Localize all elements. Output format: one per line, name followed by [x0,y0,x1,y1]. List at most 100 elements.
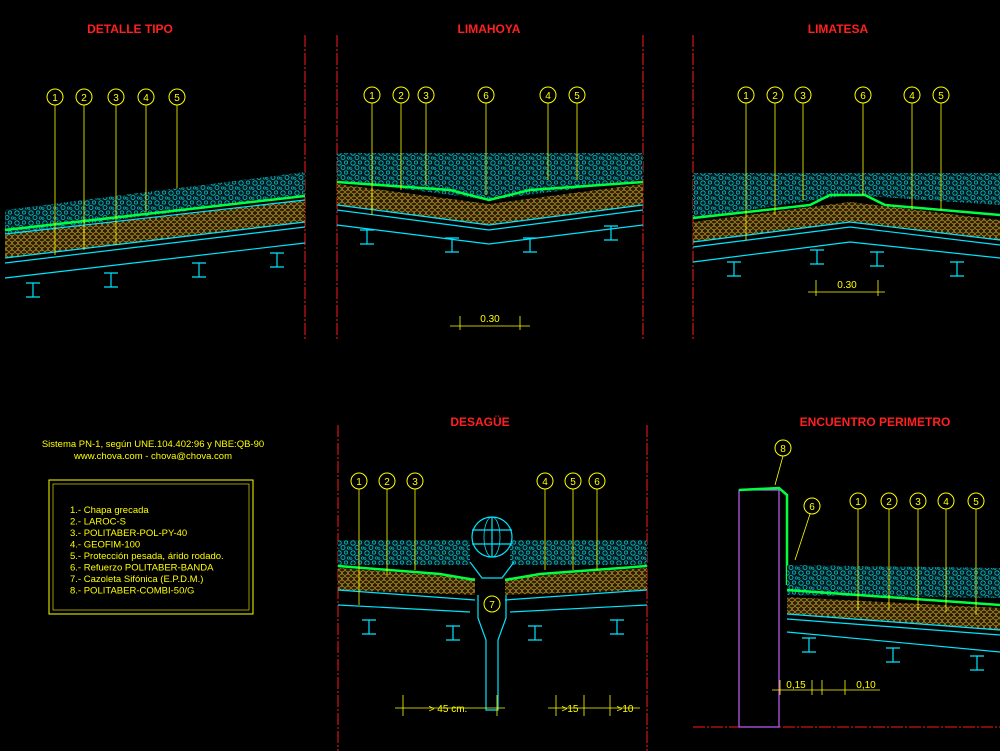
bubble-limahoya-1 [363,86,381,104]
bubble-limahoya-3 [417,86,435,104]
bubble-limatesa-2-label: 2 [772,91,778,102]
dimensions-encuentro: 0,15 0,10 [772,680,880,695]
bubble-encuentro-6-label: 6 [809,502,815,513]
legend-item: 7.- Cazoleta Sifónica (E.P.D.M.) [70,574,203,585]
bubble-desague-6-label: 6 [594,477,600,488]
title-limatesa: LIMATESA [808,22,869,36]
dim-encuentro-b: 0,10 [856,680,876,691]
dim-limatesa: 0.30 [837,280,857,291]
dimension-limahoya: 0.30 [450,314,530,330]
bubble-detalle-2 [75,88,93,106]
bubble-limahoya-6-label: 6 [483,91,489,102]
bubble-encuentro-1-label: 1 [855,497,861,508]
legend-box-outer [48,479,254,615]
bubble-desague-3 [406,472,424,490]
title-limahoya: LIMAHOYA [458,22,521,36]
bubble-encuentro-1 [849,492,867,510]
bubble-desague-1 [350,472,368,490]
legend-item: 4.- GEOFIM-100 [70,540,140,551]
bubble-detalle-1-label: 1 [52,93,58,104]
bubble-encuentro-2-label: 2 [886,497,892,508]
bubble-limahoya-5-label: 5 [574,91,580,102]
bubble-desague-7 [483,595,501,613]
bubble-limatesa-5 [932,86,950,104]
bubble-detalle-4 [137,88,155,106]
legend-item: 5.- Protección pesada, árido rodado. [70,551,224,562]
bubble-limahoya-4-label: 4 [545,91,551,102]
bubble-detalle-1 [46,88,64,106]
bubble-limahoya-6 [477,86,495,104]
bubble-detalle-3 [107,88,125,106]
legend-box-inner [52,483,250,611]
bubble-desague-6 [588,472,606,490]
bubble-encuentro-8-label: 8 [780,444,786,455]
bubble-desague-5-label: 5 [570,477,576,488]
bubble-limatesa-3 [794,86,812,104]
bubble-limatesa-4 [903,86,921,104]
bubble-encuentro-6 [803,497,821,515]
dim-desague-a: > 45 cm. [429,704,468,715]
bubble-limatesa-1-label: 1 [743,91,749,102]
system-note: Sistema PN-1, según UNE.104.402:96 y NBE… [42,439,264,450]
legend-item: 2.- LAROC-S [70,517,126,528]
legend-item: 6.- Refuerzo POLITABER-BANDA [70,563,214,574]
bubble-limatesa-4-label: 4 [909,91,915,102]
title-desague: DESAGÜE [450,414,509,429]
bubble-limatesa-6-label: 6 [860,91,866,102]
bubble-limatesa-3-label: 3 [800,91,806,102]
bubble-encuentro-5 [967,492,985,510]
legend-item: 1.- Chapa grecada [70,505,149,516]
legend-item: 8.- POLITABER-COMBI-50/G [70,586,194,597]
bubble-encuentro-4 [937,492,955,510]
bubble-encuentro-3 [909,492,927,510]
dim-desague-b: >15 [562,704,579,715]
detail-desague: 7 1 2 3 4 5 6 > 45 cm. >15 >10 [337,472,648,716]
bubble-limatesa-6 [854,86,872,104]
drain-grate-icon [469,516,515,711]
title-encuentro-perimetro: ENCUENTRO PERIMETRO [800,415,951,429]
bubble-encuentro-5-label: 5 [973,497,979,508]
bubble-detalle-4-label: 4 [143,93,149,104]
parapet-wall [738,489,780,728]
bubble-limatesa-1 [737,86,755,104]
dimension-limatesa: 0.30 [808,280,885,296]
bubble-detalle-5 [168,88,186,106]
bubble-desague-7-label: 7 [489,600,495,611]
bubble-desague-5 [564,472,582,490]
bubble-desague-4-label: 4 [542,477,548,488]
bubble-encuentro-4-label: 4 [943,497,949,508]
dim-limahoya: 0.30 [480,314,500,325]
dim-desague-c: >10 [617,704,634,715]
bubble-detalle-2-label: 2 [81,93,87,104]
bubble-limahoya-2 [392,86,410,104]
bubble-desague-1-label: 1 [356,477,362,488]
detail-limahoya: 1 2 3 6 4 5 0.30 [336,86,644,330]
legend-item: 3.- POLITABER-POL-PY-40 [70,528,187,539]
steel-beam-icons [26,252,284,298]
title-detalle-tipo: DETALLE TIPO [87,22,173,36]
frame-lines [304,35,1000,751]
dim-encuentro-a: 0,15 [786,680,806,691]
bubble-limahoya-3-label: 3 [423,91,429,102]
bubble-detalle-3-label: 3 [113,93,119,104]
bubble-desague-4 [536,472,554,490]
bubble-limahoya-5 [568,86,586,104]
detail-detalle-tipo: 1 2 3 4 5 [4,88,306,298]
bubble-desague-2-label: 2 [384,477,390,488]
bubble-limatesa-2 [766,86,784,104]
bubble-limahoya-4 [539,86,557,104]
detail-encuentro-perimetro: 8 6 1 2 3 4 5 0,15 0,10 [738,439,1000,728]
bubble-limatesa-5-label: 5 [938,91,944,102]
bubble-desague-3-label: 3 [412,477,418,488]
web-note: www.chova.com - chova@chova.com [73,451,232,462]
bubble-detalle-5-label: 5 [174,93,180,104]
bubble-encuentro-3-label: 3 [915,497,921,508]
dimensions-desague: > 45 cm. >15 >10 [395,695,640,716]
bubble-limahoya-2-label: 2 [398,91,404,102]
bubble-desague-2 [378,472,396,490]
notes-block: Sistema PN-1, según UNE.104.402:96 y NBE… [42,439,264,615]
bubble-encuentro-2 [880,492,898,510]
bubble-limahoya-1-label: 1 [369,91,375,102]
